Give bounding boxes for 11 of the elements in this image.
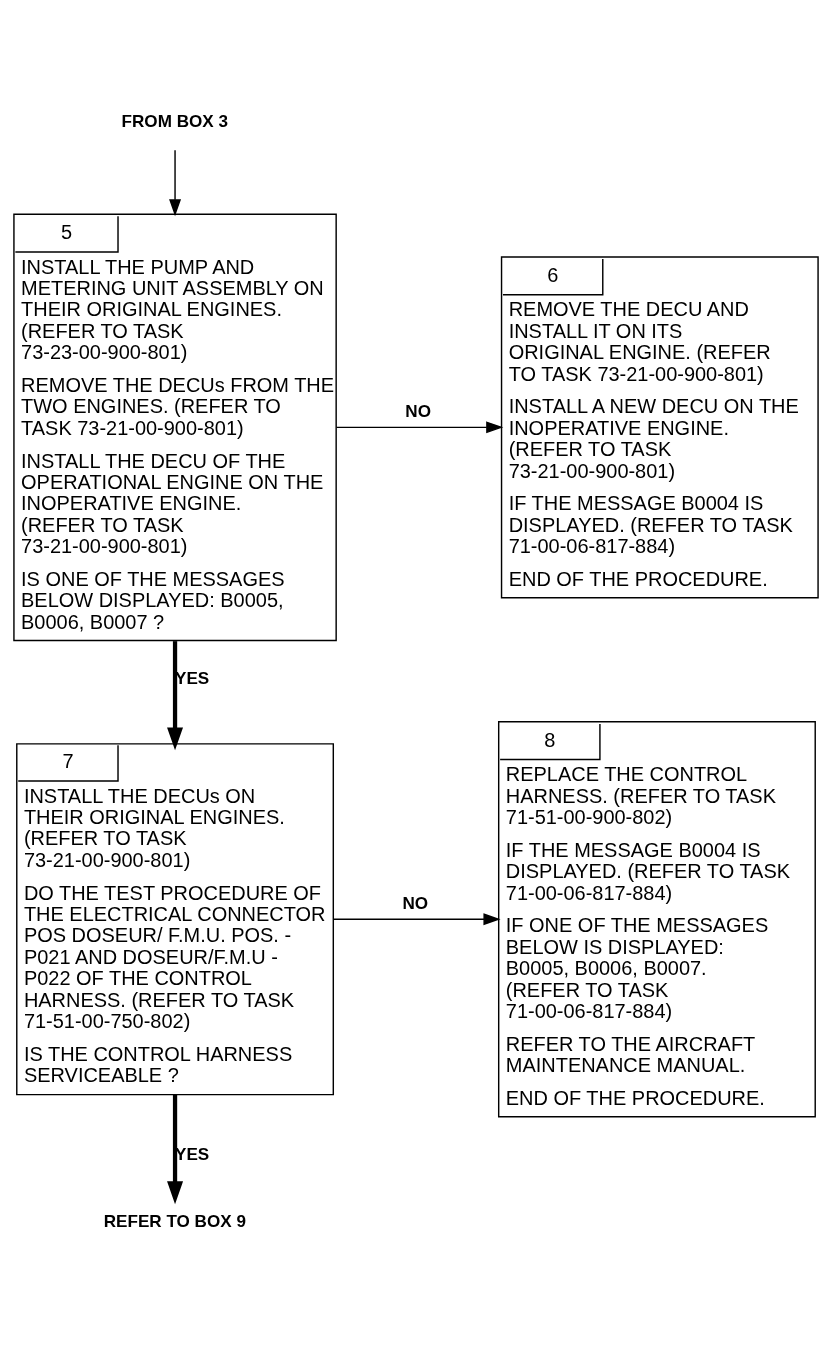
edge-label: YES bbox=[175, 668, 210, 688]
arrow bbox=[335, 420, 504, 433]
arrow bbox=[332, 912, 501, 925]
edge-label: NO bbox=[405, 401, 431, 421]
edge-label: YES bbox=[175, 1144, 210, 1164]
node-text: FROM BOX 3 bbox=[121, 111, 228, 131]
arrow bbox=[169, 149, 182, 216]
arrow bbox=[167, 640, 184, 750]
node-text: REFER TO BOX 9 bbox=[103, 1211, 246, 1231]
edge-label: NO bbox=[402, 893, 429, 913]
arrow bbox=[167, 1094, 184, 1204]
